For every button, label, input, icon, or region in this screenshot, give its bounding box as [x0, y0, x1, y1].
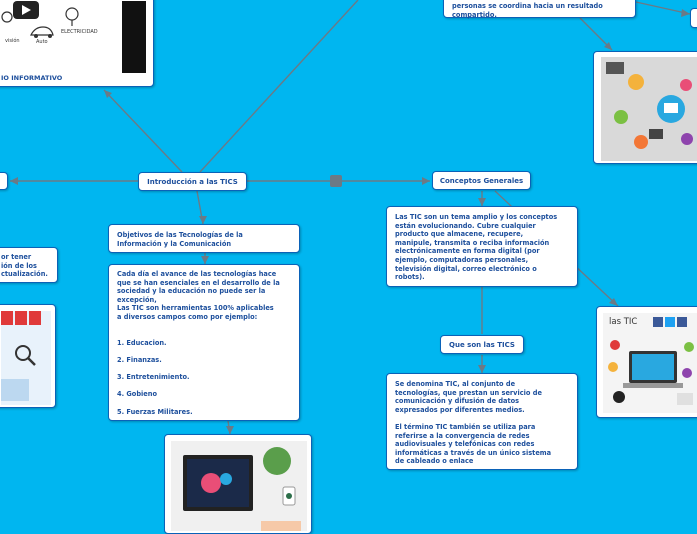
objetivos-title-node[interactable]: Objetivos de las Tecnologías de la Infor… — [108, 224, 300, 253]
tic-image: las TIC — [603, 313, 697, 413]
laptop-image — [171, 441, 307, 531]
website-image — [1, 311, 51, 405]
tic-image-label: las TIC — [609, 317, 638, 327]
teamwork-image — [601, 57, 697, 161]
top-right-partial-node[interactable] — [690, 8, 697, 28]
laptop-image-card[interactable] — [164, 434, 312, 534]
que-son-title-node[interactable]: Que son las TICS — [440, 335, 524, 354]
collaboration-text: personas se coordina hacia un resultado … — [452, 2, 603, 19]
vision-label: visión — [5, 38, 20, 44]
conceptos-body: Las TIC son un tema amplio y los concept… — [395, 213, 558, 282]
electricity-label: ELECTRICIDAD — [61, 29, 98, 35]
website-image-card[interactable] — [0, 304, 56, 408]
electricity-illustration: visión Auto ELECTRICIDAD — [1, 1, 151, 81]
update-text-card[interactable]: or tener ión de los ctualización. — [0, 247, 58, 283]
central-topic-node[interactable]: Introducción a las TICS — [138, 172, 247, 191]
que-son-body: Se denomina TIC, al conjunto de tecnolog… — [395, 380, 552, 466]
objetivos-title: Objetivos de las Tecnologías de la Infor… — [117, 231, 243, 248]
que-son-title: Que son las TICS — [449, 340, 515, 349]
top-left-image-card[interactable]: visión Auto ELECTRICIDAD IO INFORMATIVO — [0, 0, 154, 87]
que-son-body-node[interactable]: Se denomina TIC, al conjunto de tecnolog… — [386, 373, 578, 470]
collaboration-text-card[interactable]: personas se coordina hacia un resultado … — [443, 0, 636, 19]
tic-image-card[interactable]: las TIC — [596, 306, 697, 418]
auto-label: Auto — [36, 39, 48, 45]
central-topic-label: Introducción a las TICS — [147, 177, 238, 186]
objetivos-body-node[interactable]: Cada día el avance de las tecnologías ha… — [108, 264, 300, 421]
top-left-caption: IO INFORMATIVO — [1, 74, 63, 82]
teamwork-image-card[interactable] — [593, 51, 697, 164]
conceptos-body-node[interactable]: Las TIC son un tema amplio y los concept… — [386, 206, 578, 287]
update-text: or tener ión de los ctualización. — [1, 253, 48, 279]
conceptos-title: Conceptos Generales — [439, 176, 524, 185]
left-partial-node[interactable] — [0, 172, 8, 190]
objetivos-body: Cada día el avance de las tecnologías ha… — [117, 270, 280, 416]
conceptos-title-node[interactable]: Conceptos Generales — [432, 171, 531, 190]
